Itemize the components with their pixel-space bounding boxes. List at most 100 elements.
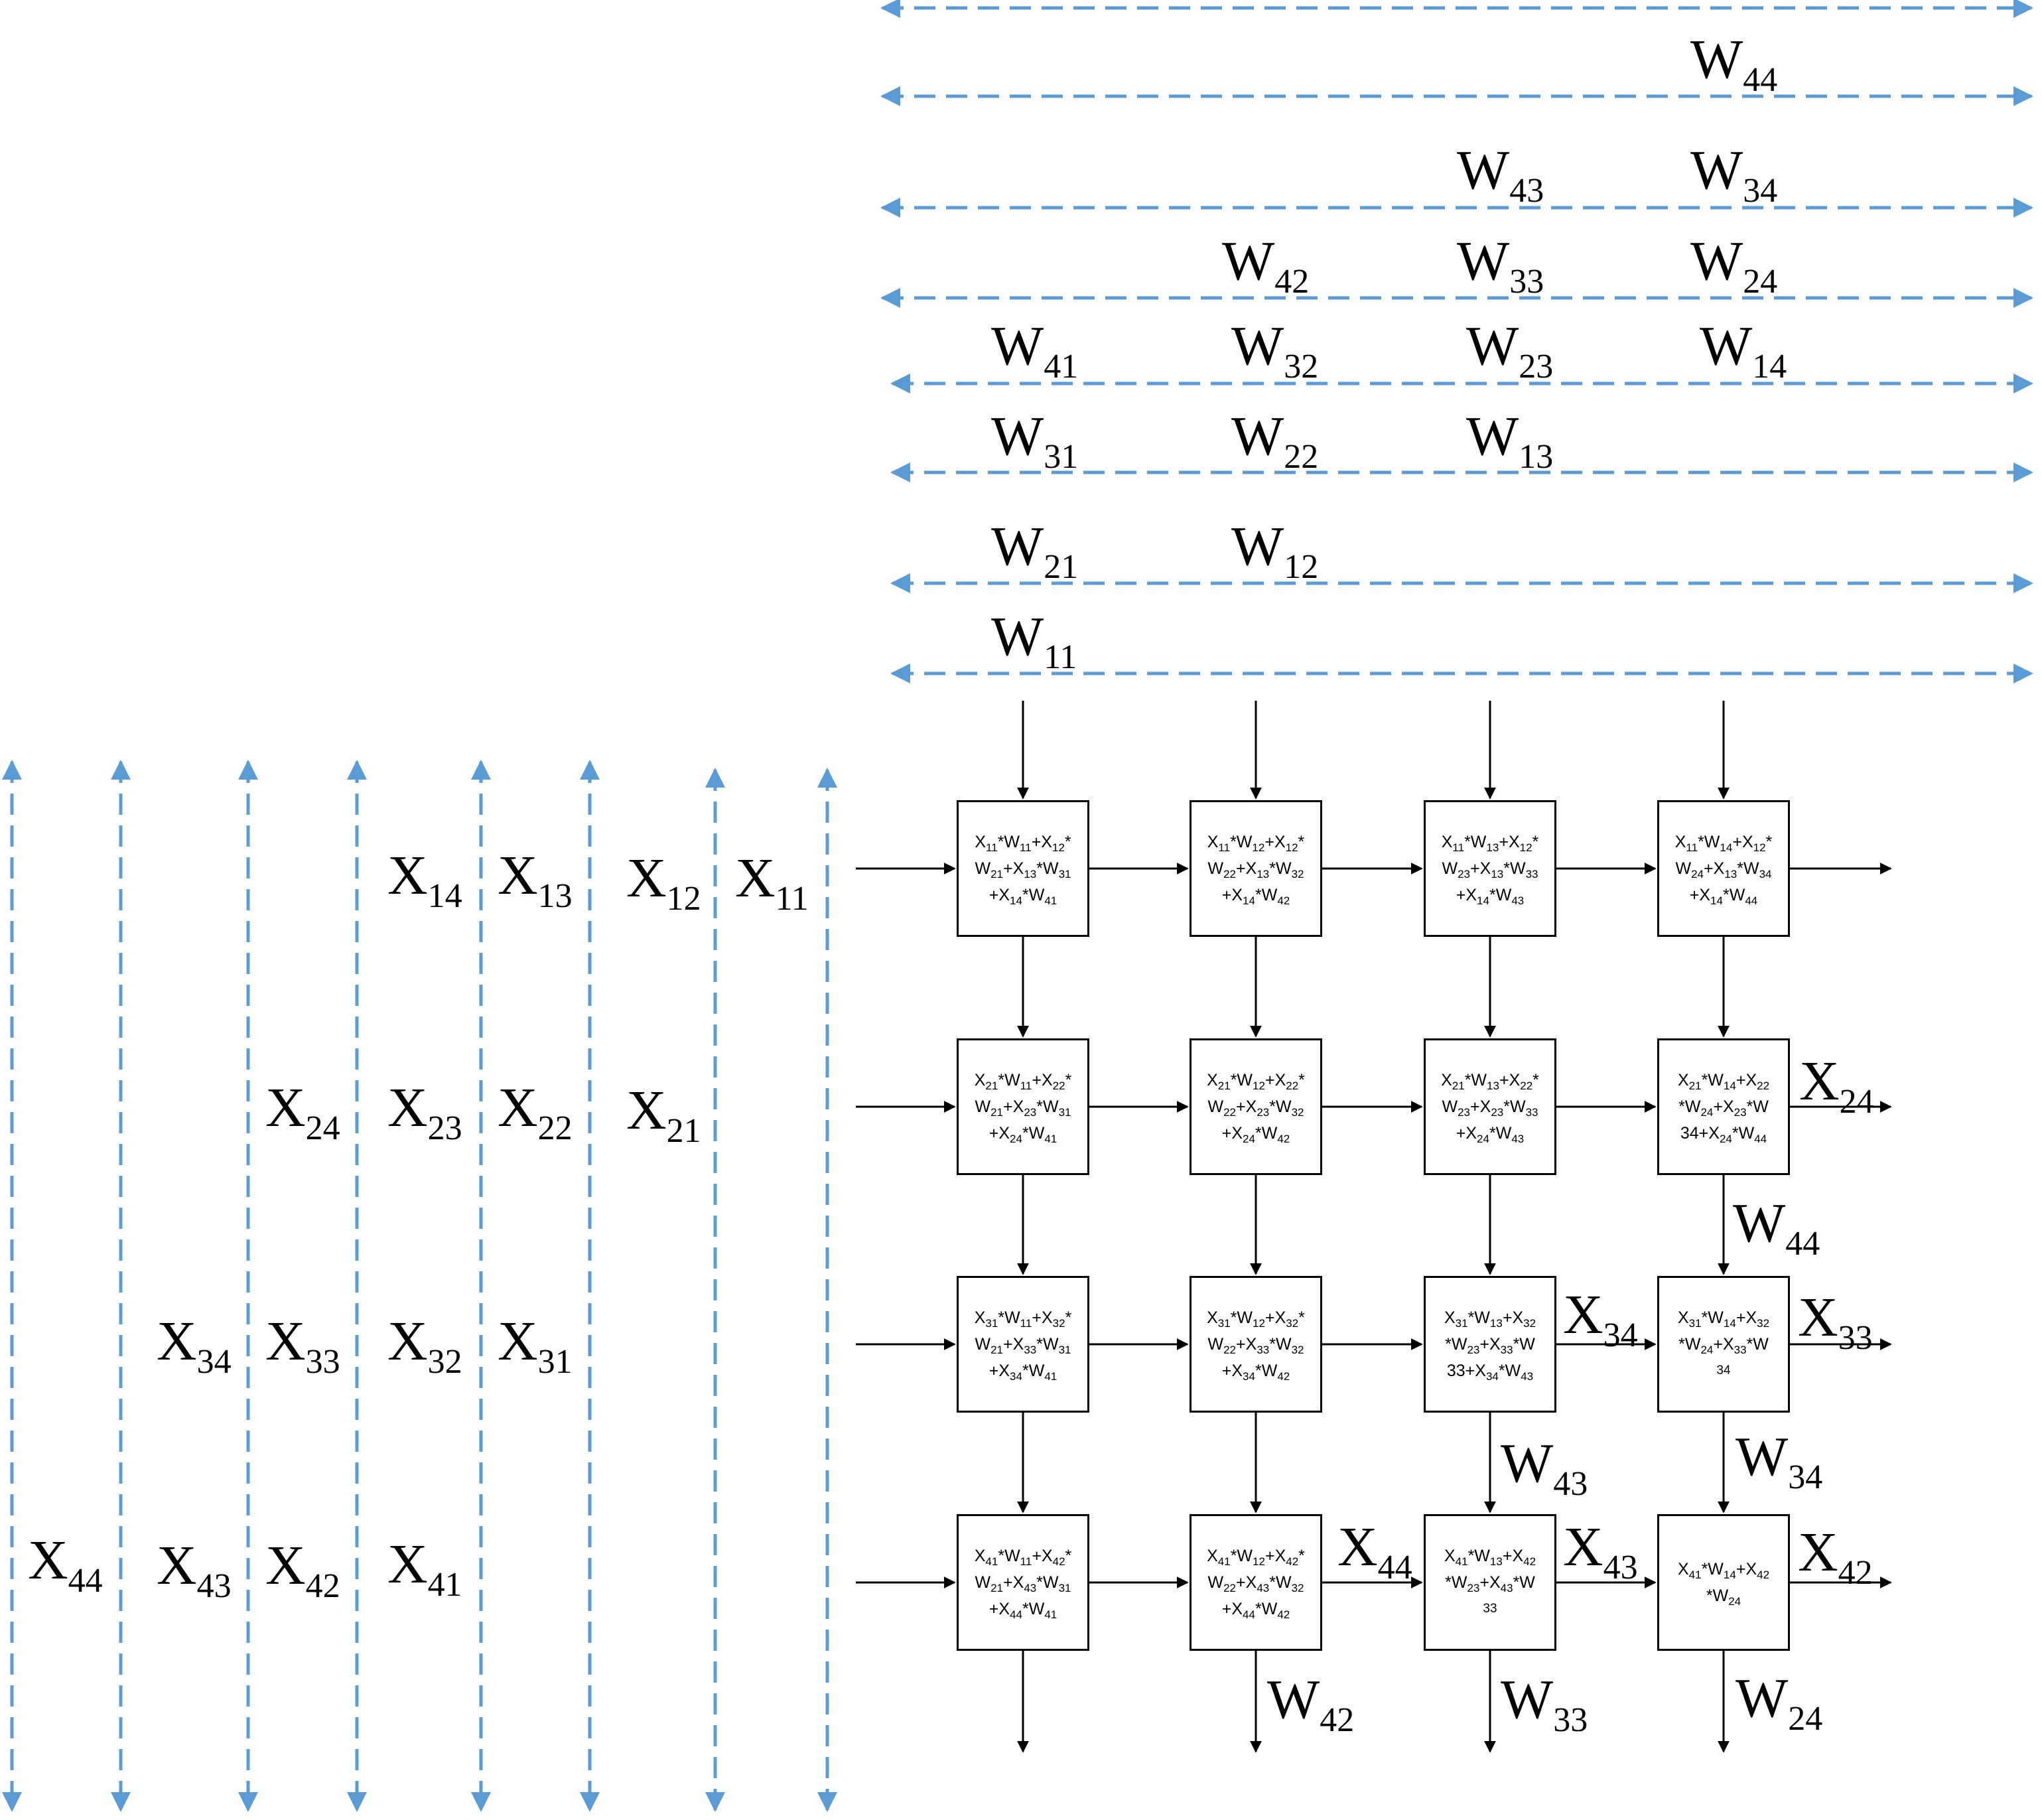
weight-lane-dividers	[880, 0, 2033, 683]
processing-element-4-4: X41*W14+X42 *W24	[1657, 1514, 1790, 1651]
flow-label: X24	[1799, 1050, 1874, 1121]
pe-formula-line: +X34*W41	[988, 1362, 1057, 1383]
pe-formula-line: X41*W12+X42*	[1207, 1547, 1305, 1568]
flow-label: W42	[1267, 1669, 1355, 1739]
weight-label: W32	[1231, 315, 1319, 385]
pe-formula-line: X21*W11+X22*	[974, 1071, 1072, 1092]
pe-formula-line: +X14*W42	[1221, 886, 1290, 907]
processing-element-1-4: X11*W14+X12*W24+X13*W34+X14*W44	[1657, 800, 1790, 937]
weight-label: W11	[991, 606, 1077, 676]
weight-label: W34	[1690, 139, 1778, 210]
input-label: X13	[498, 845, 573, 915]
weight-label: W13	[1466, 405, 1554, 476]
input-label: X32	[387, 1310, 462, 1381]
processing-element-4-1: X41*W11+X42*W21+X43*W31+X44*W41	[957, 1514, 1089, 1651]
input-label: X43	[157, 1535, 232, 1605]
pe-formula-line: W23+X23*W33	[1442, 1097, 1538, 1119]
pe-formula-line: X11*W13+X12*	[1441, 833, 1539, 854]
input-label: X22	[498, 1077, 573, 1147]
flow-label: W24	[1736, 1667, 1823, 1738]
input-lane-dividers	[2, 760, 837, 1812]
weight-label: W41	[991, 315, 1079, 385]
pe-formula-line: +X44*W42	[1221, 1600, 1290, 1621]
weight-label: W14	[1700, 315, 1787, 385]
input-label: X14	[387, 845, 462, 915]
processing-element-1-2: X11*W12+X12* W22+X13*W32 +X14*W42	[1190, 800, 1322, 937]
pe-formula-line: X21*W13+X22*	[1441, 1071, 1539, 1092]
weight-label: W42	[1222, 230, 1310, 301]
pe-formula-line: 34	[1716, 1364, 1731, 1377]
pe-formula-line: X41*W14+X42	[1677, 1560, 1770, 1581]
weight-label: W23	[1466, 315, 1554, 385]
processing-element-3-2: X31*W12+X32* W22+X33*W32 +X34*W42	[1190, 1276, 1322, 1413]
processing-element-2-2: X21*W12+X22*W22+X23*W32+X24*W42	[1190, 1038, 1322, 1175]
pe-formula-line: +X24*W43	[1456, 1124, 1525, 1145]
pe-formula-line: W22+X23*W32	[1207, 1097, 1304, 1119]
input-label: X31	[498, 1310, 573, 1381]
pe-formula-line: W22+X13*W32	[1207, 859, 1304, 880]
pe-formula-line: 34+X24*W44	[1680, 1124, 1767, 1145]
flow-label: X42	[1798, 1521, 1873, 1592]
pe-formula-line: +X24*W42	[1221, 1124, 1290, 1145]
pe-formula-line: W21+X33*W31	[975, 1335, 1071, 1356]
input-label: X41	[387, 1533, 462, 1604]
processing-element-3-3: X31*W13+X32 *W23+X33*W 33+X34*W43	[1424, 1276, 1556, 1413]
processing-element-4-2: X41*W12+X42*W22+X43*W32+X44*W42	[1190, 1514, 1322, 1651]
pe-formula-line: X31*W13+X32	[1444, 1308, 1536, 1330]
pe-formula-line: X11*W14+X12*	[1674, 833, 1773, 854]
flow-label: X43	[1563, 1516, 1638, 1586]
weight-label: W24	[1690, 230, 1778, 301]
pe-formula-line: +X24*W41	[988, 1124, 1057, 1145]
input-label: X12	[626, 847, 701, 918]
pe-formula-line: +X44*W41	[988, 1600, 1057, 1621]
pe-formula-line: *W23+X33*W	[1445, 1335, 1535, 1356]
pe-formula-line: +X14*W43	[1456, 886, 1525, 907]
processing-element-1-1: X11*W11+X12* W21+X13*W31 +X14*W41	[957, 800, 1089, 937]
flow-label: W34	[1736, 1426, 1823, 1496]
pe-formula-line: *W23+X43*W	[1445, 1573, 1535, 1594]
pe-formula-line: *W24	[1706, 1586, 1741, 1608]
processing-element-1-3: X11*W13+X12* W23+X13*W33 +X14*W43	[1424, 800, 1556, 937]
pe-formula-line: X31*W12+X32*	[1207, 1308, 1305, 1330]
pe-formula-line: X11*W11+X12*	[975, 833, 1071, 854]
pe-formula-line: X41*W13+X42	[1444, 1547, 1536, 1568]
flow-label: X44	[1337, 1516, 1412, 1586]
input-label: X24	[265, 1077, 340, 1147]
processing-element-2-1: X21*W11+X22* W21+X23*W31 +X24*W41	[957, 1038, 1089, 1175]
weight-label: W22	[1231, 405, 1319, 476]
flow-label: X33	[1798, 1287, 1873, 1357]
flow-label: X34	[1563, 1284, 1638, 1354]
processing-element-3-1: X31*W11+X32*W21+X33*W31+X34*W41	[957, 1276, 1089, 1413]
processing-element-2-4: X21*W14+X22 *W24+X23*W 34+X24*W44	[1657, 1038, 1790, 1175]
weight-label: W43	[1457, 139, 1544, 210]
dataflow-arrows	[856, 701, 1892, 1753]
weight-label: W31	[991, 405, 1079, 476]
input-label: X42	[265, 1535, 340, 1605]
pe-formula-line: +X34*W42	[1221, 1362, 1290, 1383]
pe-formula-line: X21*W14+X22	[1677, 1071, 1770, 1092]
pe-formula-line: X11*W12+X12*	[1207, 833, 1305, 854]
weight-label: W21	[991, 516, 1079, 586]
input-label: X33	[265, 1310, 340, 1381]
pe-formula-line: *W24+X33*W	[1678, 1335, 1769, 1356]
pe-formula-line: W21+X23*W31	[975, 1097, 1071, 1119]
weight-label: W44	[1690, 29, 1778, 99]
flow-label: W43	[1501, 1433, 1588, 1503]
input-label: X11	[735, 847, 809, 918]
pe-formula-line: W21+X13*W31	[975, 859, 1071, 880]
pe-formula-line: *W24+X23*W	[1678, 1097, 1769, 1119]
input-label: X34	[157, 1310, 232, 1381]
pe-formula-line: +X14*W41	[988, 886, 1057, 907]
pe-formula-line: X31*W14+X32	[1677, 1308, 1770, 1330]
input-label: X21	[626, 1080, 701, 1150]
pe-formula-line: 33+X34*W43	[1446, 1362, 1534, 1383]
weight-label: W33	[1457, 230, 1544, 301]
pe-formula-line: W22+X33*W32	[1207, 1335, 1304, 1356]
processing-element-2-3: X21*W13+X22* W23+X23*W33 +X24*W43	[1424, 1038, 1556, 1175]
pe-formula-line: W23+X13*W33	[1442, 859, 1538, 880]
processing-element-3-4: X31*W14+X32 *W24+X33*W 34	[1657, 1276, 1790, 1413]
input-label: X23	[387, 1077, 462, 1147]
pe-formula-line: W24+X13*W34	[1675, 859, 1772, 880]
